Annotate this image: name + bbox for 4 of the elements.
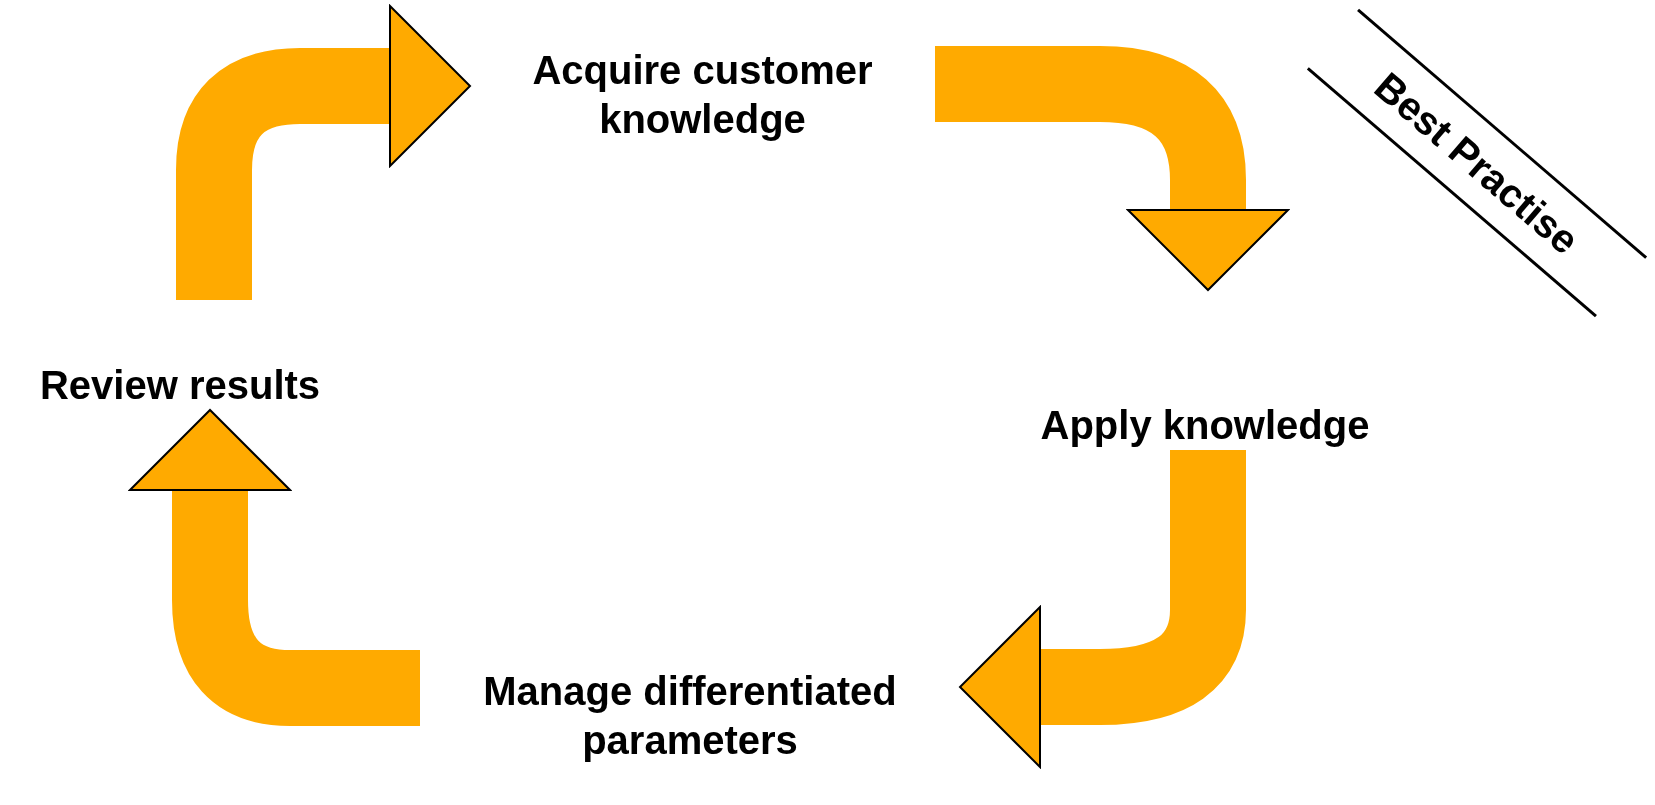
step-label: Review results: [5, 300, 355, 410]
step-label: Acquire customer knowledge: [470, 30, 935, 160]
step-label: Apply knowledge: [975, 290, 1435, 450]
step-label: Manage differentiated parameters: [420, 630, 960, 802]
